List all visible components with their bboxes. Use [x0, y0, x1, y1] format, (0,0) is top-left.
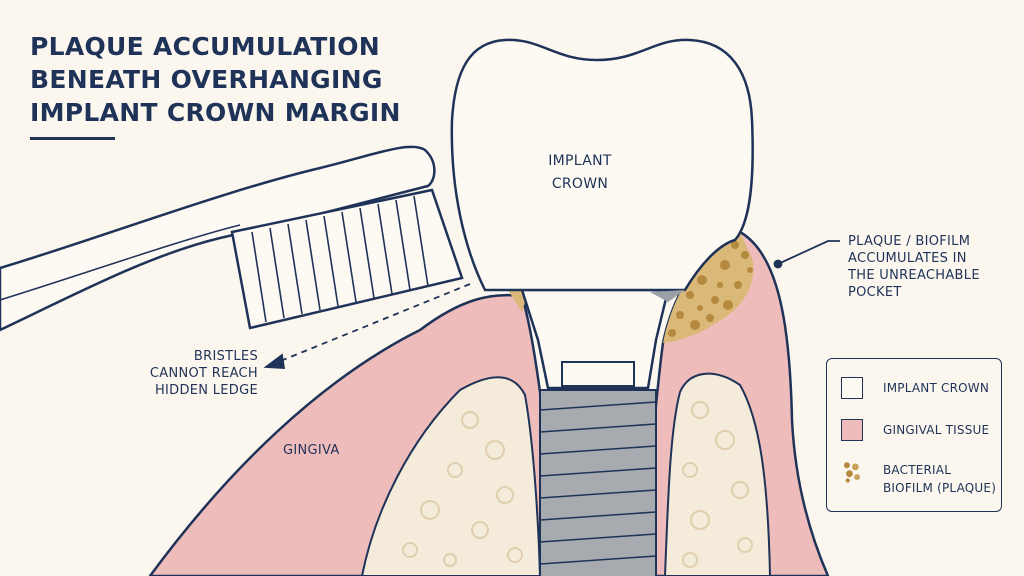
- plaque-label: PLAQUE / BIOFILM ACCUMULATES IN THE UNRE…: [848, 233, 1018, 301]
- title-line: BENEATH OVERHANGING: [30, 65, 383, 94]
- plaque-pocket: [663, 232, 754, 343]
- crown-overhang: [650, 290, 685, 302]
- bone-texture: [402, 401, 753, 568]
- legend-label-line: BIOFILM (PLAQUE): [883, 481, 997, 495]
- implant-threads: [539, 401, 657, 565]
- legend-label: GINGIVAL TISSUE: [883, 421, 989, 439]
- implant-body: [539, 389, 657, 576]
- bristles-label: BRISTLES CANNOT REACH HIDDEN LEDGE: [110, 348, 258, 399]
- toothbrush-handle: [0, 145, 436, 332]
- toothbrush-bristles: [251, 195, 429, 323]
- plaque-label-line: POCKET: [848, 285, 902, 300]
- plaque-label-line: THE UNREACHABLE: [848, 268, 980, 283]
- plaque-biofilm: [668, 241, 753, 337]
- legend-label: BACTERIAL BIOFILM (PLAQUE): [883, 461, 996, 497]
- title-line: IMPLANT CROWN MARGIN: [30, 98, 401, 127]
- bristles-label-line: CANNOT REACH: [149, 366, 258, 381]
- legend-label-line: IMPLANT CROWN: [883, 381, 990, 395]
- abutment-collar: [561, 361, 635, 387]
- gingiva-label: GINGIVA: [283, 443, 340, 458]
- bristles-label-line: HIDDEN LEDGE: [154, 383, 258, 398]
- plaque-label-line: ACCUMULATES IN: [848, 251, 967, 266]
- plaque-label-line: PLAQUE / BIOFILM: [848, 234, 971, 249]
- title-line: PLAQUE ACCUMULATION: [30, 32, 381, 61]
- toothbrush: [0, 145, 464, 332]
- legend-swatch-gingiva: [841, 419, 863, 441]
- toothbrush-handle-inner: [0, 224, 241, 301]
- legend-label: IMPLANT CROWN: [883, 379, 989, 397]
- biofilm-dots-icon: [843, 462, 861, 483]
- bristles-label-line: BRISTLES: [193, 349, 258, 364]
- crown-label: IMPLANT CROWN: [520, 150, 640, 196]
- diagram-title: PLAQUE ACCUMULATION BENEATH OVERHANGING …: [30, 30, 401, 129]
- legend-swatch-crown: [841, 377, 863, 399]
- crown-label-line: IMPLANT: [548, 153, 612, 169]
- legend-label-line: GINGIVAL TISSUE: [883, 423, 990, 437]
- legend-label-line: BACTERIAL: [883, 463, 952, 477]
- plaque-leader: [773, 240, 840, 269]
- legend: IMPLANT CROWN GINGIVAL TISSUE BACTERIAL …: [826, 358, 1002, 512]
- toothbrush-head: [230, 188, 464, 330]
- title-underline: [30, 137, 115, 140]
- bone-right: [663, 372, 772, 576]
- bristles-arrow: [263, 283, 471, 369]
- crown-label-line: CROWN: [551, 176, 609, 192]
- implant-crown: [450, 38, 754, 292]
